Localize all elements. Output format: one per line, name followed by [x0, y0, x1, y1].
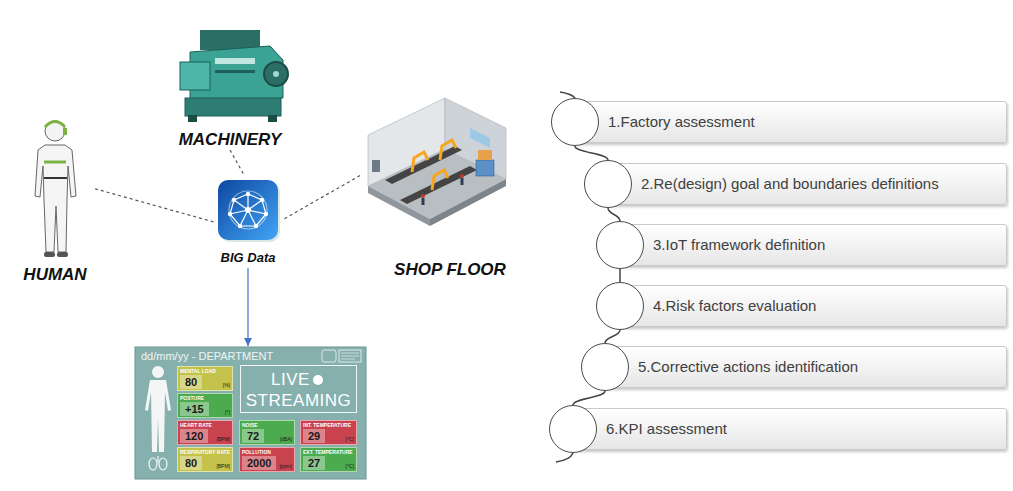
dashboard: dd/mm/yy - DEPARTMENT LIVESTREAMING MENTAL…: [135, 347, 366, 479]
metric-row: 27 [°C]: [303, 456, 354, 470]
flow-arrow: [247, 268, 248, 346]
dashboard-title: dd/mm/yy - DEPARTMENT: [141, 350, 360, 363]
picture-label: SHOP FLOOR: [394, 260, 506, 280]
shop-floor-picture: [368, 0, 506, 226]
metric-label: MENTAL LOAD: [180, 368, 230, 375]
metric-label: NOISE: [242, 422, 292, 429]
picture-label: MACHINERY: [179, 130, 282, 150]
metric-value: 29: [303, 429, 325, 443]
metric-label: RESPIRATORY RATE: [180, 449, 230, 456]
human-label-group: HUMAN: [15, 110, 95, 285]
machinery-picture: [180, 30, 288, 122]
metric-label: HEART RATE: [180, 422, 230, 429]
step-box: 4.Risk factors evaluation: [620, 285, 1007, 327]
metric-cell: MENTAL LOAD80 [%]: [177, 366, 233, 391]
step-item: 5.Corrective actions identification: [581, 343, 1007, 391]
metric-value: +15: [180, 402, 209, 416]
metric-cell: POLLUTION2000[ppm]: [239, 447, 295, 472]
step-box: 3.IoT framework definition: [620, 224, 1007, 266]
metric-value: 27: [303, 456, 325, 470]
metric-unit: [ppm]: [279, 463, 292, 470]
metric-cell: RESPIRATORY RATE80 [BPM]: [177, 447, 233, 472]
metric-unit: [°C]: [346, 463, 354, 470]
step-text: 6.KPI assessment: [574, 409, 1006, 449]
step-box: 6.KPI assessment: [573, 408, 1007, 450]
shop-floor-label-group: SHOP FLOOR: [360, 90, 540, 280]
big-data-icon: [218, 180, 280, 242]
metric-unit: [°C]: [346, 436, 354, 443]
dashed-link: [282, 176, 360, 221]
metric-row: 29 [°C]: [303, 429, 354, 443]
metric-label: POSTURE: [180, 395, 230, 402]
metric-value: 2000: [242, 456, 276, 470]
metric-cell: HEART RATE120 [BPM]: [177, 420, 233, 445]
metric-row: 80 [BPM]: [180, 456, 230, 470]
step-item: 4.Risk factors evaluation: [596, 282, 1007, 330]
step-text: 5.Corrective actions identification: [606, 347, 1006, 387]
step-text: 4.Risk factors evaluation: [621, 286, 1006, 326]
timeline-tail: [556, 453, 573, 462]
step-text: 1.Factory assessment: [576, 102, 1006, 142]
step-item: 3.IoT framework definition: [596, 221, 1007, 269]
big-data-node: BIG Data: [214, 176, 282, 268]
metric-row: 120 [BPM]: [180, 429, 230, 443]
metric-label: EXT. TEMPERATURE: [303, 449, 354, 456]
step-circle: [596, 282, 644, 330]
step-circle: [549, 405, 597, 453]
timeline-connector: [575, 146, 608, 160]
metric-row: 80 [%]: [180, 375, 230, 389]
metric-cell: INT. TEMPERATURE29 [°C]: [300, 420, 357, 445]
step-box: 1.Factory assessment: [575, 101, 1007, 143]
metric-label: INT. TEMPERATURE: [303, 422, 354, 429]
metric-unit: [BPM]: [216, 463, 230, 470]
metric-unit: [°]: [225, 409, 230, 416]
timeline-connector: [608, 208, 620, 221]
picture-label: BIG Data: [221, 248, 276, 268]
step-text: 3.IoT framework definition: [621, 225, 1006, 265]
step-circle: [551, 98, 599, 146]
metric-row: 72 [dBA]: [242, 429, 292, 443]
metric-unit: [%]: [223, 382, 230, 389]
metric-value: 120: [180, 429, 208, 443]
metric-label: POLLUTION: [242, 449, 292, 456]
live-streaming-text: STREAMING: [241, 390, 356, 411]
metric-value: 80: [180, 456, 202, 470]
timeline-connector: [619, 269, 621, 282]
step-item: 2.Re(design) goal and boundaries definit…: [584, 160, 1007, 208]
step-text: 2.Re(design) goal and boundaries definit…: [609, 164, 1006, 204]
step-item: 1.Factory assessment: [551, 98, 1007, 146]
metric-value: 80: [180, 375, 202, 389]
live-streaming-box: LIVESTREAMING: [240, 365, 357, 413]
metric-cell: EXT. TEMPERATURE27 [°C]: [300, 447, 357, 472]
metric-unit: [BPM]: [216, 436, 230, 443]
step-box: 2.Re(design) goal and boundaries definit…: [608, 163, 1007, 205]
timeline-connector: [573, 391, 605, 405]
timeline-connector: [605, 330, 620, 343]
metric-row: +15 [°]: [180, 402, 230, 416]
metric-row: 2000[ppm]: [242, 456, 292, 470]
live-dot: [313, 375, 323, 385]
human-figure: [35, 121, 76, 257]
step-circle: [581, 343, 629, 391]
dashed-link: [230, 150, 245, 176]
picture-label: HUMAN: [23, 265, 86, 285]
machinery-label-group: MACHINERY: [165, 22, 295, 150]
live-streaming-text: LIVE: [241, 366, 356, 390]
step-box: 5.Corrective actions identification: [605, 346, 1007, 388]
metric-value: 72: [242, 429, 264, 443]
metric-cell: NOISE72 [dBA]: [239, 420, 295, 445]
metric-cell: POSTURE+15 [°]: [177, 393, 233, 418]
step-circle: [584, 160, 632, 208]
metric-unit: [dBA]: [280, 436, 292, 443]
dashed-link: [95, 189, 214, 222]
dashboard-panel: [135, 347, 366, 479]
step-circle: [596, 221, 644, 269]
step-item: 6.KPI assessment: [549, 405, 1007, 453]
